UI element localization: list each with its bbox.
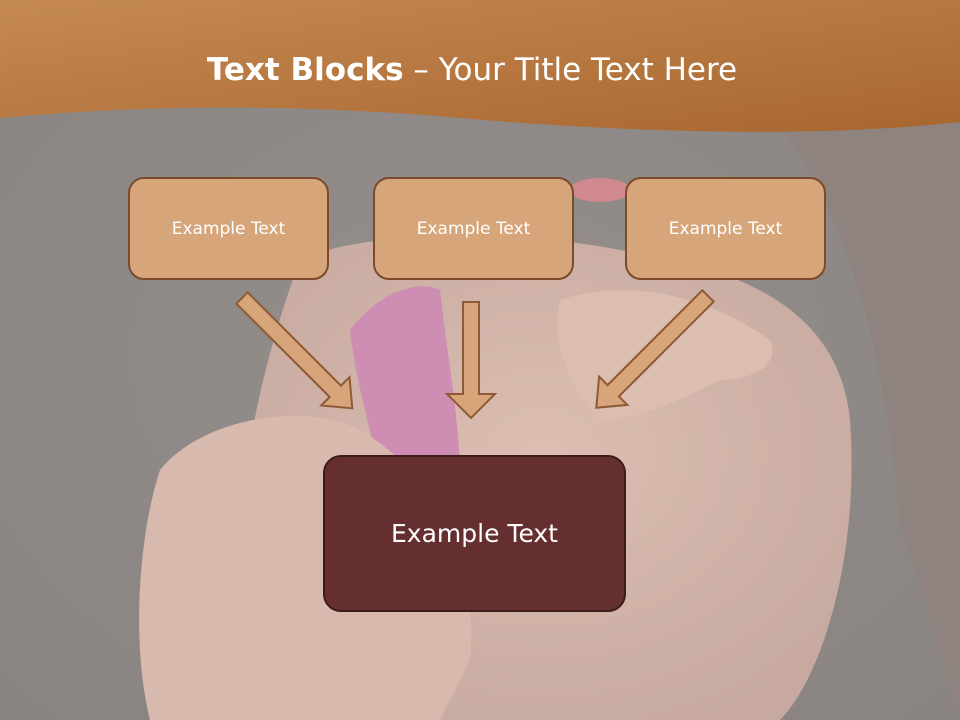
text-block-2: Example Text	[373, 177, 574, 280]
slide-title: Text Blocks – Your Title Text Here	[0, 52, 944, 88]
text-block-1: Example Text	[128, 177, 329, 280]
text-block-1-label: Example Text	[171, 218, 286, 239]
text-block-3: Example Text	[625, 177, 826, 280]
title-banner	[0, 0, 960, 132]
main-text-block-label: Example Text	[391, 519, 558, 548]
arrow-left	[234, 290, 354, 410]
main-text-block: Example Text	[323, 455, 626, 612]
text-block-2-label: Example Text	[416, 218, 531, 239]
title-bold: Text Blocks	[206, 52, 404, 88]
text-block-3-label: Example Text	[668, 218, 783, 239]
arrow-center	[444, 301, 498, 420]
arrow-right	[595, 288, 716, 409]
title-rest: – Your Title Text Here	[403, 52, 738, 88]
